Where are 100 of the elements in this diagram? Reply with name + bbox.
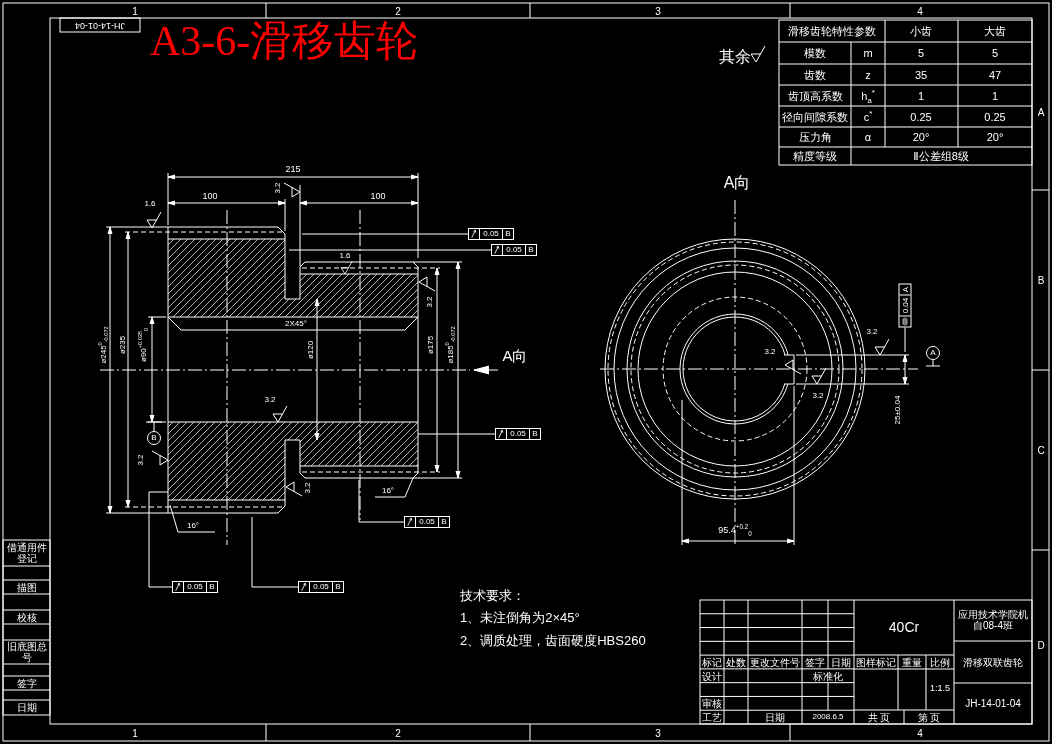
title-block-text: 签字 bbox=[805, 656, 825, 668]
title-block-text: 标准化 bbox=[813, 670, 843, 682]
tolerance-value: 0.05 bbox=[184, 582, 207, 592]
parameter-table-text: 精度等级 bbox=[793, 149, 837, 163]
grid-reference: C bbox=[1037, 444, 1045, 456]
parameter-table-text: 1 bbox=[917, 89, 925, 102]
roughness-value: 3.2 bbox=[425, 296, 435, 308]
datum-reference: B bbox=[440, 517, 448, 527]
grid-reference: 3 bbox=[655, 5, 661, 17]
title-block-text: 标记 bbox=[702, 656, 722, 668]
title-block-text: 40Cr bbox=[888, 620, 920, 636]
technical-requirement: 2、调质处理，齿面硬度HBS260 bbox=[460, 633, 646, 649]
parameter-table-text: m bbox=[863, 46, 873, 60]
datum-reference: A bbox=[899, 285, 910, 294]
title-block-text: 第 页 bbox=[917, 711, 941, 723]
parameter-table-text: α bbox=[864, 130, 872, 144]
drawing-title: A3-6-滑移齿轮 bbox=[150, 18, 419, 65]
tolerance-frame bbox=[468, 228, 514, 240]
tolerance-frame bbox=[495, 428, 541, 440]
record-strip-text: 描图 bbox=[16, 581, 37, 593]
leader-line bbox=[904, 326, 906, 353]
dimension-value: 16° bbox=[186, 521, 200, 531]
dimension-value: 2X45° bbox=[285, 319, 307, 329]
grid-reference: 3 bbox=[655, 727, 661, 739]
dimension-value: ø175 bbox=[426, 335, 436, 355]
title-block-text: 审核 bbox=[702, 697, 722, 709]
roughness-value: 3.2 bbox=[764, 347, 776, 357]
tolerance-value: 0.05 bbox=[480, 229, 503, 239]
view-label: A向 bbox=[498, 340, 532, 370]
title-block-text: 设计 bbox=[702, 670, 722, 682]
tolerance-frame bbox=[298, 581, 344, 593]
tolerance-value: 0.05 bbox=[507, 429, 530, 439]
title-block-text: 重量 bbox=[902, 656, 922, 668]
tolerance-frame bbox=[172, 581, 218, 593]
roughness-value: 1.6 bbox=[339, 251, 351, 261]
parameter-table-text: 模数 bbox=[804, 46, 826, 60]
title-block-text: 工艺 bbox=[702, 711, 722, 723]
leader-line bbox=[301, 233, 469, 235]
grid-reference: 1 bbox=[132, 5, 138, 17]
title-block-text: 2008.6.5 bbox=[812, 712, 844, 722]
surface-finish-note: 其余 bbox=[719, 48, 751, 66]
parameter-table-text: 0.25 bbox=[910, 110, 932, 123]
arrow bbox=[473, 365, 499, 375]
leader-line bbox=[288, 249, 492, 251]
dimension-value: ø235 bbox=[118, 335, 128, 355]
title-block-text: 处数 bbox=[726, 656, 746, 668]
dimension-value: 100 bbox=[202, 192, 218, 202]
roughness-value: 3.2 bbox=[136, 454, 146, 466]
tolerance-frame bbox=[404, 516, 450, 528]
drawing-number: JH-14-01-04 bbox=[75, 20, 125, 30]
roughness-value: 3.2 bbox=[273, 182, 283, 194]
parameter-table-text: 滑移齿轮特性参数 bbox=[788, 24, 876, 38]
parameter-table-text: Ⅱ公差组8级 bbox=[913, 149, 969, 163]
technical-requirement: 技术要求： bbox=[460, 588, 525, 604]
parameter-table-text: z bbox=[865, 68, 871, 81]
grid-reference: 1 bbox=[132, 727, 138, 739]
dimension-value: 25±0.04 bbox=[893, 395, 903, 425]
record-strip-text: 借通用件登记 bbox=[5, 542, 48, 564]
tolerance-value: 0.04 bbox=[899, 294, 911, 315]
title-block-text: 日期 bbox=[831, 656, 851, 668]
record-strip-text: 签字 bbox=[16, 677, 37, 689]
parameter-table-text: 5 bbox=[917, 46, 925, 60]
grid-reference: 4 bbox=[917, 5, 923, 17]
parameter-table-text: 5 bbox=[991, 46, 999, 60]
datum-reference: B bbox=[531, 429, 539, 439]
parameter-table-text: 20° bbox=[986, 130, 1004, 144]
grid-reference: D bbox=[1037, 639, 1045, 651]
parameter-table-text: 35 bbox=[914, 68, 928, 81]
roughness-value: 3.2 bbox=[264, 395, 276, 405]
parameter-table-text: 小齿 bbox=[910, 24, 932, 38]
grid-reference: A bbox=[1037, 106, 1045, 118]
tolerance-frame bbox=[491, 244, 537, 256]
record-strip-text: 旧底图总号 bbox=[5, 641, 48, 663]
roughness-value: 1.6 bbox=[144, 199, 156, 209]
leader-line bbox=[251, 516, 299, 588]
tolerance-frame bbox=[898, 283, 912, 327]
title-block-text: 图样标记 bbox=[856, 656, 896, 668]
technical-requirement: 1、未注倒角为2×45° bbox=[460, 610, 580, 626]
roughness-value: 3.2 bbox=[303, 482, 313, 494]
record-strip-text: 校核 bbox=[16, 611, 37, 623]
tolerance-value: 0.05 bbox=[503, 245, 526, 255]
datum-symbol: B bbox=[147, 431, 161, 445]
parameter-table-text: 20° bbox=[912, 130, 930, 144]
parameter-table-text: 0.25 bbox=[984, 110, 1006, 123]
leader-line bbox=[417, 433, 496, 435]
tolerance-value: 0.05 bbox=[416, 517, 439, 527]
roughness-value: 3.2 bbox=[866, 327, 878, 337]
parameter-table-text: 齿数 bbox=[804, 68, 826, 81]
roughness-value: 3.2 bbox=[812, 391, 824, 401]
view-label: A向 bbox=[723, 174, 751, 192]
datum-reference: B bbox=[527, 245, 535, 255]
grid-reference: 2 bbox=[395, 5, 401, 17]
parameter-table-text: 大齿 bbox=[984, 24, 1006, 38]
dimension-value: 100 bbox=[370, 192, 386, 202]
parameter-table-text: c$^{*}$ bbox=[863, 110, 873, 123]
parameter-table-text: 1 bbox=[991, 89, 999, 102]
tolerance-value: 0.05 bbox=[310, 582, 333, 592]
datum-reference: B bbox=[334, 582, 342, 592]
datum-reference: B bbox=[208, 582, 216, 592]
grid-reference: 2 bbox=[395, 727, 401, 739]
